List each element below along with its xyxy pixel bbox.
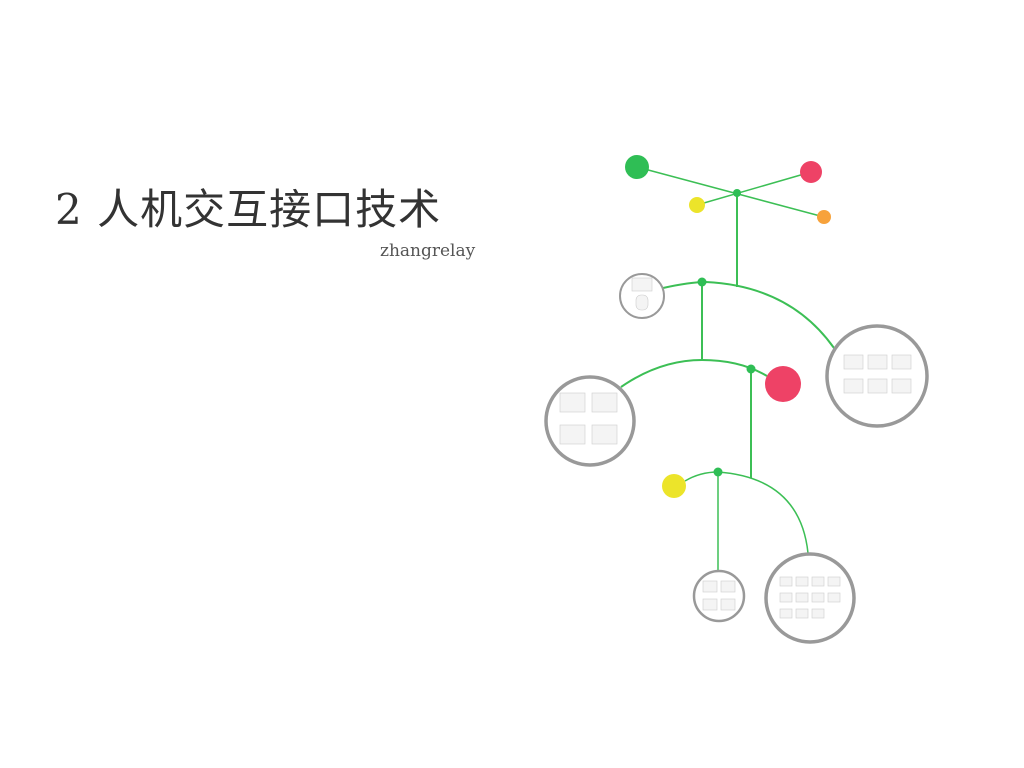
connector (696, 171, 812, 206)
frames (544, 273, 929, 644)
yellow-node-bottom[interactable] (662, 474, 686, 498)
red-node-large[interactable] (765, 366, 801, 402)
connector-lines (620, 166, 835, 571)
green-node[interactable] (625, 155, 649, 179)
junction-dot (713, 467, 723, 477)
connector (636, 166, 825, 218)
nodes (625, 155, 831, 498)
frame-right[interactable] (825, 324, 929, 428)
connector (662, 280, 835, 349)
frame-bottom-large[interactable] (764, 552, 856, 644)
frame-bottom-small[interactable] (692, 569, 746, 623)
presentation-title: 2 人机交互接口技术 (55, 185, 442, 234)
author-name: zhangrelay (380, 241, 476, 261)
frame-left[interactable] (544, 375, 636, 467)
junction-dot (746, 364, 756, 374)
orange-node[interactable] (817, 210, 831, 224)
yellow-node[interactable] (689, 197, 705, 213)
frame-top-left[interactable] (619, 273, 665, 319)
connector (684, 471, 809, 554)
junction-dot (697, 277, 707, 287)
junction-dot (733, 189, 741, 197)
connector (620, 358, 768, 388)
red-node[interactable] (800, 161, 822, 183)
